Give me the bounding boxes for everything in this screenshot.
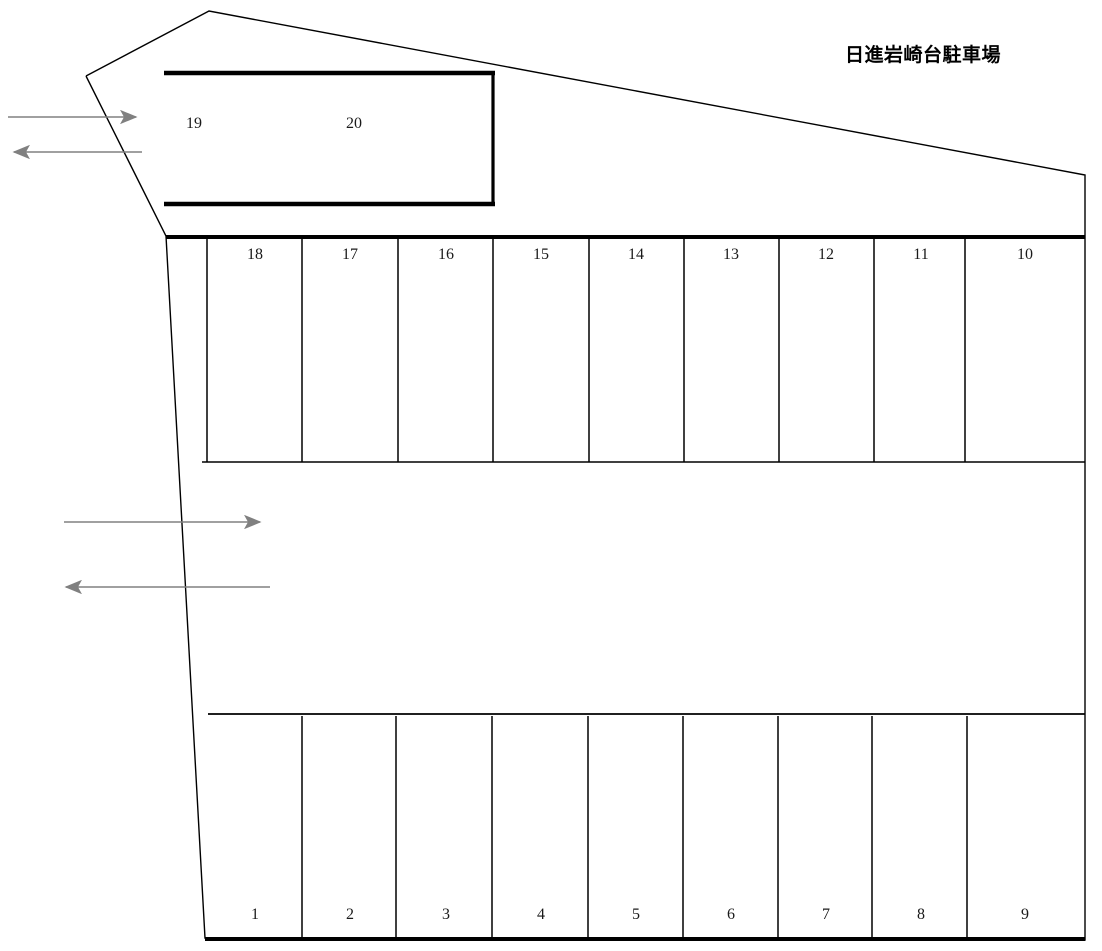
flow-arrows: [8, 109, 270, 595]
stall-label-19: 19: [186, 115, 202, 132]
page-title: 日進岩崎台駐車場: [845, 44, 1002, 66]
stall-label-2: 2: [346, 906, 354, 923]
stall-label-10: 10: [1017, 246, 1033, 263]
covered-parking-block: [164, 70, 495, 207]
stall-label-18: 18: [247, 246, 263, 263]
stall-label-9: 9: [1021, 906, 1029, 923]
stall-label-16: 16: [438, 246, 454, 263]
stall-label-14: 14: [628, 246, 644, 263]
stall-label-1: 1: [251, 906, 259, 923]
lower-parking-row: [205, 713, 1085, 941]
stall-label-8: 8: [917, 906, 925, 923]
stall-label-6: 6: [727, 906, 735, 923]
stall-label-7: 7: [822, 906, 830, 923]
stall-label-4: 4: [537, 906, 545, 923]
stall-label-5: 5: [632, 906, 640, 923]
stall-label-20: 20: [346, 115, 362, 132]
upper-parking-row: [166, 235, 1085, 463]
site-boundary: [85, 10, 1086, 941]
stall-label-11: 11: [913, 246, 929, 263]
stall-label-3: 3: [442, 906, 450, 923]
stall-label-15: 15: [533, 246, 549, 263]
stall-label-12: 12: [818, 246, 834, 263]
stall-label-17: 17: [342, 246, 358, 263]
stall-label-13: 13: [723, 246, 739, 263]
